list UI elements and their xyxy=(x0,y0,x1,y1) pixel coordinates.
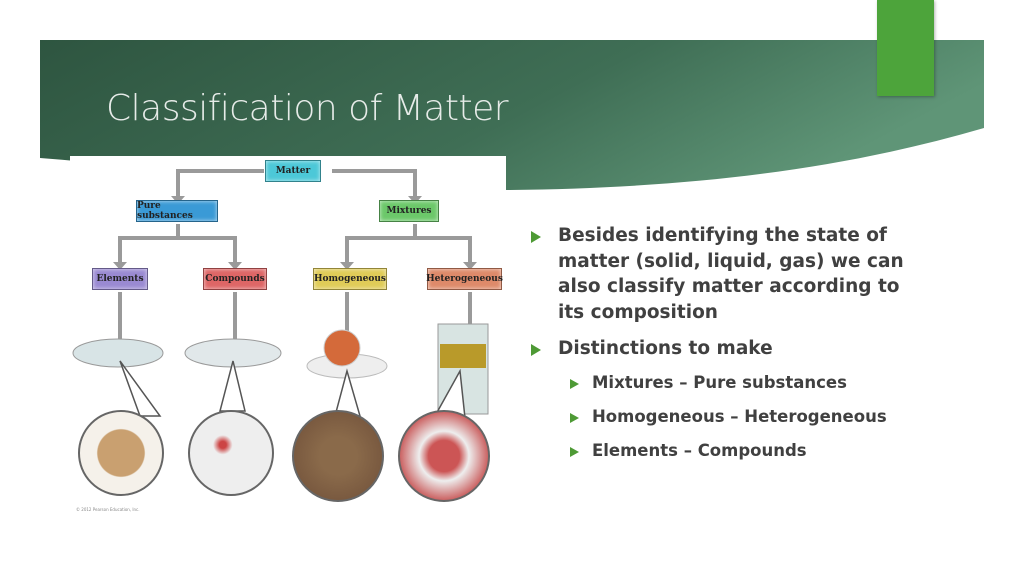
sub-bullet-arrow-icon xyxy=(570,447,579,457)
copyright-notice: © 2012 Pearson Education, Inc. xyxy=(76,507,140,512)
accent-tab xyxy=(877,0,934,96)
node-pure-substances: Pure substances xyxy=(136,200,218,222)
node-mixtures: Mixtures xyxy=(379,200,439,222)
bullet-arrow-icon xyxy=(531,231,541,243)
sub-bullet-arrow-icon xyxy=(570,379,579,389)
sub-bullet-arrow-icon xyxy=(570,413,579,423)
diagram-connectors xyxy=(72,169,489,419)
bullet-arrow-icon xyxy=(531,344,541,356)
homogeneous-particle-view xyxy=(292,410,384,502)
node-homogeneous: Homogeneous xyxy=(313,268,387,290)
header-band xyxy=(40,40,984,190)
sub-bullet-3: Elements – Compounds xyxy=(592,441,807,460)
sub-bullet-1: Mixtures – Pure substances xyxy=(592,373,847,392)
heterogeneous-particle-view xyxy=(398,410,490,502)
bullet-2: Distinctions to make xyxy=(558,338,773,359)
slide-title: Classification of Matter xyxy=(106,88,509,129)
bullet-1: Besides identifying the state of matter … xyxy=(558,225,904,324)
node-compounds: Compounds xyxy=(203,268,267,290)
compound-particle-view xyxy=(188,410,274,496)
sub-bullet-2: Homogeneous – Heterogeneous xyxy=(592,407,887,426)
matter-classification-diagram: Matter Pure substances Mixtures Elements… xyxy=(70,156,506,520)
node-matter: Matter xyxy=(265,160,321,182)
node-elements: Elements xyxy=(92,268,148,290)
node-heterogeneous: Heterogeneous xyxy=(426,268,503,290)
element-particle-view xyxy=(78,410,164,496)
